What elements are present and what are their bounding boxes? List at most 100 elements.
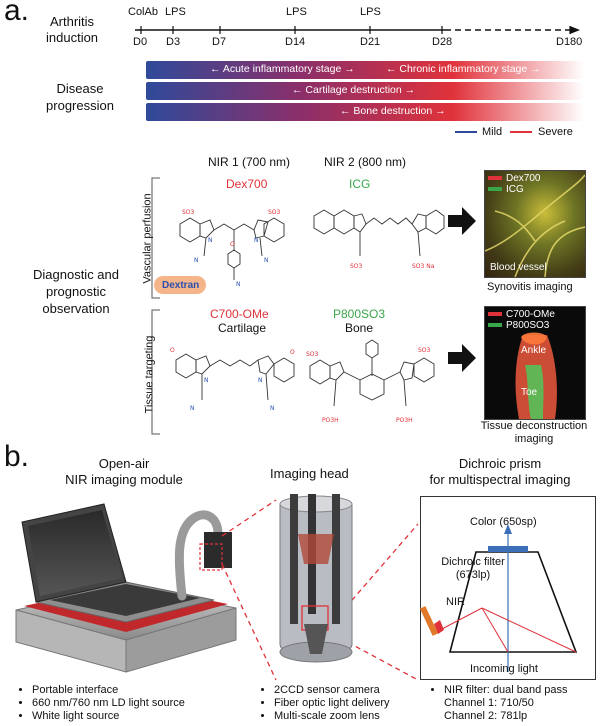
diagnostic-title: Diagnostic and prognostic observation (33, 267, 119, 316)
filter-label: Dichroic filter (673lp) (441, 556, 505, 581)
blood-vessel-label: Blood vessel (490, 262, 547, 273)
dextran-badge (154, 276, 206, 294)
progression-bar-cartilage (146, 82, 584, 100)
laptop-illustration (15, 503, 237, 673)
svg-text:PO3H: PO3H (396, 417, 413, 424)
svg-text:N: N (270, 405, 275, 412)
timeline-title: Arthritis induction (46, 14, 99, 45)
svg-text:N: N (194, 257, 199, 264)
stage-chronic: ← Chronic inflammatory stage → (386, 63, 541, 75)
arrow-to-synovitis (448, 207, 476, 235)
stage-acute: ← Acute inflammatory stage → (210, 63, 355, 75)
synovitis-legend-dex700: Dex700 (506, 173, 541, 184)
p800-name: P800SO3 (333, 307, 386, 321)
prism-diagram (420, 524, 578, 672)
synovitis-legend-swatches (488, 176, 502, 191)
day-d28: D28 (432, 36, 453, 48)
toe-label: Toe (521, 387, 538, 398)
svg-text:N: N (254, 237, 259, 244)
svg-text:SO3: SO3 (182, 209, 195, 216)
svg-text:PO3H: PO3H (322, 417, 339, 424)
prism-bullet: NIR filter: dual band pass (444, 684, 568, 697)
day-d180: D180 (556, 36, 583, 48)
tissue-caption: Tissue deconstruction imaging (480, 420, 588, 445)
incoming-light-label: Incoming light (470, 663, 538, 675)
stage-acute-label: Acute inflammatory stage (222, 63, 342, 75)
color-label: Color (650sp) (470, 516, 537, 528)
stage-bone: ← Bone destruction → (340, 105, 446, 117)
svg-text:N: N (258, 377, 263, 384)
progression-legend-lines (455, 131, 532, 133)
dex700-name: Dex700 (226, 177, 268, 191)
head-bullet: Multi-scale zoom lens (274, 710, 390, 723)
progression-bar-inflammation (146, 61, 584, 79)
day-d14: D14 (285, 36, 306, 48)
day-d0: D0 (133, 36, 148, 48)
prism-box (420, 496, 596, 680)
tissue-legend-swatches (488, 312, 502, 327)
imaging-head-illustration (279, 494, 353, 663)
category-brackets (151, 177, 160, 435)
progression-bar-bone (146, 103, 584, 121)
day-d7: D7 (212, 36, 227, 48)
prism-title: Dichroic prism for multispectral imaging (429, 456, 571, 487)
nir2-heading: NIR 2 (800 nm) (324, 155, 407, 169)
tissue-targeting-label: Tissue targeting (143, 335, 156, 414)
svg-text:SO3: SO3 (306, 351, 319, 358)
agent-lps-d21: LPS (360, 6, 381, 18)
head-bullet: 2CCD sensor camera (274, 684, 390, 697)
bone-label: Bone (345, 321, 374, 335)
icg-name: ICG (349, 177, 371, 191)
stage-cartilage-label: Cartilage destruction (305, 84, 402, 96)
zoom-connectors (221, 499, 419, 681)
head-bullet: Fiber optic light delivery (274, 697, 390, 710)
nir-label: NIR (446, 596, 465, 608)
synovitis-caption: Synovitis imaging (487, 281, 573, 293)
head-title: Imaging head (270, 466, 349, 481)
timeline-arrow (135, 26, 580, 34)
svg-text:O: O (170, 347, 175, 354)
svg-text:SO3: SO3 (268, 209, 281, 216)
channel-2: Channel 2: 781lp (444, 710, 528, 722)
stage-bone-label: Bone destruction (353, 105, 433, 117)
agent-colab: ColAb (128, 6, 158, 18)
stage-cartilage: ← Cartilage destruction → (292, 84, 416, 96)
ankle-label: Ankle (521, 345, 547, 356)
tissue-foot (515, 332, 557, 419)
module-bullet: White light source (32, 710, 185, 723)
cartilage-label: Cartilage (218, 321, 267, 335)
agent-lps-d3: LPS (165, 6, 186, 18)
arrow-to-tissue (448, 344, 476, 372)
day-d21: D21 (360, 36, 381, 48)
c700-name: C700-OMe (210, 307, 269, 321)
agent-lps-d14: LPS (286, 6, 307, 18)
tissue-legend-c700: C700-OMe (506, 309, 555, 320)
svg-text:O: O (230, 241, 235, 248)
vascular-perfusion-label: Vascular perfusion (141, 193, 154, 284)
svg-text:N: N (236, 281, 241, 288)
stage-chronic-label: Chronic inflammatory stage (399, 63, 528, 75)
channel-1: Channel 1: 710/50 (444, 697, 534, 709)
panel-b-label: b. (4, 440, 30, 473)
svg-text:O: O (290, 349, 295, 356)
svg-text:N: N (190, 405, 195, 412)
dextran-label: Dextran (162, 280, 200, 291)
synovitis-legend-icg: ICG (506, 184, 524, 195)
svg-text:SO3: SO3 (350, 263, 363, 270)
head-bullets: 2CCD sensor camera Fiber optic light del… (260, 684, 390, 723)
nir1-heading: NIR 1 (700 nm) (208, 155, 291, 169)
module-bullets: Portable interface 660 nm/760 nm LD ligh… (18, 684, 185, 723)
panel-a-label: a. (4, 0, 30, 27)
module-title: Open-air NIR imaging module (65, 456, 183, 487)
svg-text:SO3: SO3 (418, 347, 431, 354)
module-bullet: Portable interface (32, 684, 185, 697)
svg-text:N: N (204, 377, 209, 384)
c700-structure: N N N N O O (170, 347, 295, 412)
day-d3: D3 (166, 36, 181, 48)
legend-mild: Mild (482, 126, 503, 138)
module-bullet: 660 nm/760 nm LD light source (32, 697, 185, 710)
progression-title: Disease progression (46, 81, 114, 113)
